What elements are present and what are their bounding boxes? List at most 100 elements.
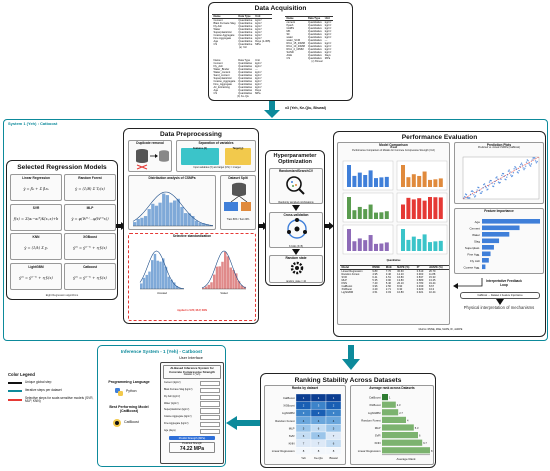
histogram-bar (183, 213, 188, 226)
scatter-point (492, 185, 494, 187)
avg-rank-bar (382, 394, 388, 401)
table-cell: Superplasticizer (213, 77, 232, 80)
heatmap-value: 3 (333, 411, 335, 415)
model-name: Linear Regression (22, 176, 50, 180)
mini-chart-bar (401, 165, 405, 187)
heatmap-value: 5 (303, 426, 305, 430)
hyper-arrow-2 (292, 249, 300, 255)
metrics-cell: 5.46 (385, 282, 391, 285)
metrics-header: R² (415, 265, 428, 270)
distribution-label: Distribution analysis of CSMPa (148, 176, 196, 180)
mini-chart-bar (357, 172, 362, 187)
histogram-bar (229, 267, 232, 289)
table-cell: kg/m³ (255, 19, 262, 22)
table-cell: RCA_4_10MM (286, 48, 304, 51)
table-cell: Quantitative (307, 27, 322, 30)
mini-chart-bar (352, 241, 357, 251)
app-field-row: Fly Ash (kg/m³) (164, 394, 220, 401)
mini-chart-bar (357, 206, 362, 219)
scaled-label: Scaled (220, 292, 228, 295)
scatter-point (520, 162, 523, 164)
density-curve (201, 250, 247, 289)
histogram-bar (170, 279, 173, 289)
result-box: Predicted Strength 74.22 MPa (169, 442, 215, 454)
histogram-bar (198, 222, 202, 226)
regression-models-panel: Selected Regression Models Linear Regres… (6, 160, 118, 300)
heatmap-value: 7 (318, 442, 320, 446)
feedback-loop-label: Interpretative Feedback Loop (486, 279, 522, 287)
app-field-row: Coarse Aggregate (kg/m³) (164, 415, 220, 421)
app-subtitle: Dataset 1 (Yeh) (183, 373, 201, 377)
mini-chart-bar (411, 199, 416, 219)
physical-arrow (496, 299, 504, 305)
histogram-bar (221, 261, 224, 289)
metrics-header: Model (340, 265, 371, 270)
legend-swatch (8, 399, 22, 402)
scatter-point (491, 182, 493, 185)
app-field-input[interactable] (200, 401, 220, 407)
inference-panel: Inference System - 1 (Yeh) - Catboost Us… (97, 345, 226, 467)
app-field-input[interactable] (200, 421, 220, 428)
table-cell: Quantitative (238, 80, 253, 83)
legend-item: Iterative steps per dataset (8, 388, 98, 393)
histogram-bar (209, 225, 213, 226)
heatmap-row-label: KNN (289, 442, 295, 446)
table-cell: kg/m³ (324, 45, 332, 48)
avg-row-label: Random Forest (361, 418, 380, 422)
table-cell: kg/m³ (255, 65, 262, 68)
randomized-search-cell: RandomizedSearchCV Randomly sampled comb… (269, 168, 323, 204)
metrics-cell: 2.71 (385, 288, 391, 291)
histogram-bar (175, 286, 179, 289)
histogram-bar (140, 283, 143, 289)
metrics-cell: 9.30 (397, 288, 403, 291)
avg-row-label: LightGBM (368, 411, 381, 415)
histogram-bar (202, 223, 206, 226)
app-field-input[interactable] (200, 428, 220, 434)
app-field-input[interactable] (200, 381, 220, 387)
model-name: LightGBM (28, 264, 44, 269)
table-cell: cement (286, 21, 296, 24)
app-field-input[interactable] (200, 408, 220, 414)
metrics-cell: 4.29 (372, 288, 378, 291)
app-field-label: Fly Ash (kg/m³) (164, 394, 181, 398)
cycle-icon (287, 218, 307, 239)
mini-chart-bar (347, 229, 351, 251)
mini-chart-bar (379, 177, 384, 187)
app-field-input[interactable] (200, 394, 220, 401)
model-comparison-label: Model Comparison (379, 143, 408, 147)
feature-bar (482, 245, 494, 250)
table-cell: Days (255, 89, 262, 92)
app-field-input[interactable] (200, 415, 220, 421)
caption-a: (a) Yeh (238, 46, 248, 49)
mini-chart-bar (363, 240, 368, 251)
heatmap-value: 6 (318, 426, 320, 430)
app-field-input[interactable] (200, 387, 220, 394)
table-cell: kg/m³ (255, 80, 262, 83)
histogram-bar (226, 256, 230, 289)
feature-bar (482, 264, 486, 270)
table-cell: kg/m³ (255, 34, 262, 37)
scatter-point (466, 196, 468, 199)
table-cell: kg/m³ (255, 83, 262, 86)
ranking-panel: Ranking Stability Across Datasets Ranks … (260, 373, 436, 468)
table-cell: Data Type (238, 59, 251, 62)
app-header: AI-Based Inference System for Concrete C… (163, 365, 221, 380)
mini-chart-frame (396, 224, 448, 255)
table-cell: kg/m³ (324, 30, 332, 33)
scatter-point (506, 176, 508, 178)
predict-button[interactable]: Predict Strength (MPa) (169, 435, 215, 441)
app-field-row: Cement (kg/m³) (164, 381, 220, 387)
heatmap-value: 4 (333, 419, 335, 423)
model-equation: ŷ⁽ᵗ⁾ = ŷ⁽ᵗ⁻¹⁾ + η·fₜ(x) (73, 275, 107, 280)
table-cell: kg/m³ (324, 27, 332, 30)
mini-chart-frame (396, 160, 448, 191)
quantitative-label: Quantitative (386, 259, 401, 262)
scatter-point (515, 168, 518, 170)
